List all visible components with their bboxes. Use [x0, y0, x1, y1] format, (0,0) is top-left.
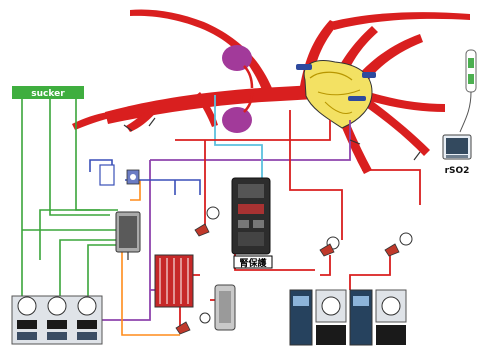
rso2-monitor-icon	[443, 135, 471, 159]
oxygenator-icon	[155, 255, 193, 307]
venous-connector-icon	[100, 165, 139, 185]
roller-pump-icon	[290, 290, 406, 345]
roller-pump-icon	[12, 296, 102, 344]
arterial-filter-icon	[215, 285, 235, 330]
renal-protection-device-icon	[232, 178, 270, 254]
sucker-box: sucker	[12, 86, 84, 99]
cannula-markers	[124, 118, 420, 160]
arterial-tree	[72, 10, 470, 175]
suction-lines	[22, 99, 122, 300]
sucker-label: sucker	[31, 89, 65, 99]
venous-reservoir-icon	[116, 212, 140, 260]
rso2-label: rSO2	[445, 166, 470, 176]
renal-protection-label: 腎保護	[239, 257, 267, 269]
nirs-sensor-icon	[460, 50, 476, 132]
